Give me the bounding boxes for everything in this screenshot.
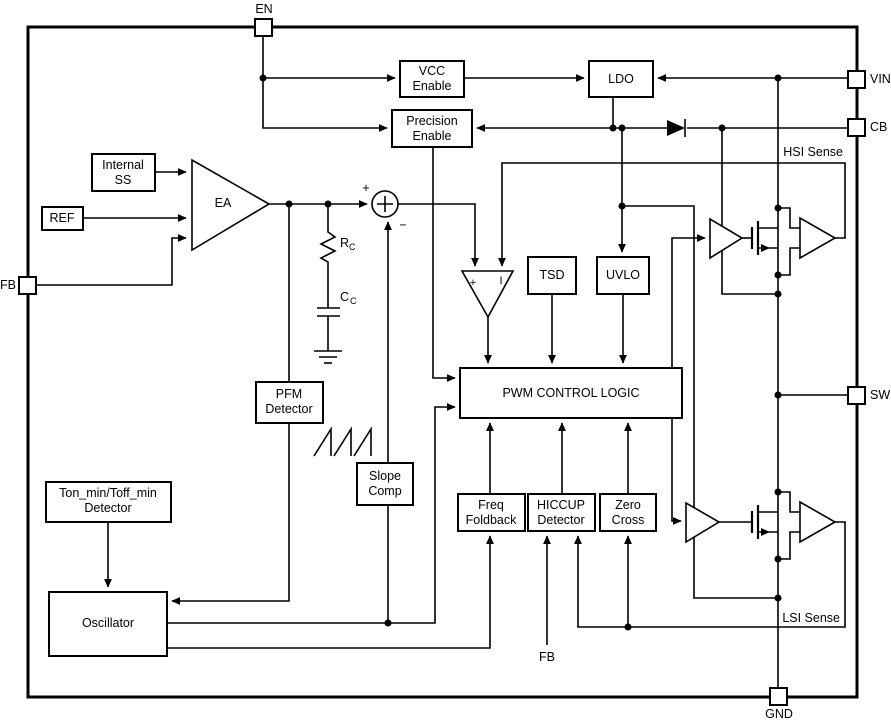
- block-slope-comp: Slope Comp: [356, 462, 414, 506]
- pin-gnd: GND: [765, 687, 793, 721]
- svg-text:Detector: Detector: [537, 513, 584, 527]
- sawtooth-waveform: [313, 426, 372, 457]
- pin-en: EN: [254, 2, 273, 37]
- svg-text:SW: SW: [870, 388, 890, 402]
- svg-text:CB: CB: [870, 120, 887, 134]
- svg-text:Oscillator: Oscillator: [82, 616, 134, 630]
- block-freq-foldback: Freq Foldback: [457, 493, 526, 532]
- pin-cb: CB: [847, 118, 887, 137]
- component-labels: R C C C HSI Sense LSI Sense: [340, 145, 843, 625]
- pwm-comparator: + I: [460, 270, 515, 319]
- svg-text:Ton_min/Toff_min: Ton_min/Toff_min: [59, 486, 157, 500]
- svg-text:Enable: Enable: [413, 79, 452, 93]
- rc-label: R: [340, 236, 349, 250]
- svg-text:Precision: Precision: [406, 114, 457, 128]
- svg-text:TSD: TSD: [540, 268, 565, 282]
- svg-text:REF: REF: [50, 211, 75, 225]
- ls-current-sense-amp: [799, 500, 837, 544]
- svg-text:Detector: Detector: [84, 501, 131, 515]
- error-amplifier: EA: [191, 158, 271, 252]
- block-vcc-enable: VCC Enable: [399, 60, 465, 98]
- svg-text:GND: GND: [765, 707, 793, 721]
- block-hiccup-detector: HICCUP Detector: [527, 493, 596, 532]
- block-ton-toff-detector: Ton_min/Toff_min Detector: [45, 481, 172, 523]
- fb-net-label: FB: [539, 650, 555, 664]
- ea-label: EA: [215, 196, 232, 210]
- block-pfm-detector: PFM Detector: [255, 381, 324, 424]
- svg-text:FB: FB: [0, 278, 16, 292]
- block-pwm-control-logic: PWM CONTROL LOGIC: [459, 367, 683, 419]
- cc-subscript: C: [350, 296, 357, 306]
- ls-gate-driver: [685, 501, 721, 544]
- svg-text:Foldback: Foldback: [466, 513, 517, 527]
- svg-text:Slope: Slope: [369, 469, 401, 483]
- svg-text:LDO: LDO: [608, 72, 634, 86]
- pin-fb: FB: [0, 276, 37, 295]
- pin-sw: SW: [847, 386, 890, 405]
- svg-text:Cross: Cross: [612, 513, 645, 527]
- block-ref: REF: [41, 206, 84, 231]
- block-ldo: LDO: [588, 60, 654, 98]
- lsi-sense-label: LSI Sense: [782, 611, 840, 625]
- svg-text:PFM: PFM: [276, 387, 302, 401]
- svg-text:Freq: Freq: [478, 498, 504, 512]
- block-tsd: TSD: [527, 256, 577, 295]
- svg-text:Detector: Detector: [265, 402, 312, 416]
- svg-text:HICCUP: HICCUP: [537, 498, 585, 512]
- block-uvlo: UVLO: [596, 256, 650, 295]
- svg-text:VIN: VIN: [870, 72, 891, 86]
- pin-vin: VIN: [847, 70, 891, 89]
- block-oscillator: Oscillator: [48, 591, 168, 657]
- hs-mosfet-source-arrow: [761, 244, 770, 252]
- svg-text:VCC: VCC: [419, 64, 445, 78]
- comparator-current-label: I: [499, 275, 502, 287]
- block-zero-cross: Zero Cross: [599, 493, 657, 532]
- svg-text:Zero: Zero: [615, 498, 641, 512]
- svg-text:Enable: Enable: [413, 129, 452, 143]
- sum-minus-label: −: [399, 218, 406, 232]
- hs-current-sense-amp: [799, 216, 837, 260]
- cc-label: C: [340, 290, 349, 304]
- svg-text:PWM CONTROL LOGIC: PWM CONTROL LOGIC: [502, 386, 639, 400]
- sum-plus-label: +: [362, 181, 369, 195]
- rc-subscript: C: [349, 242, 356, 252]
- svg-text:SS: SS: [115, 173, 132, 187]
- svg-text:UVLO: UVLO: [606, 268, 640, 282]
- ic-boundary: [26, 25, 859, 699]
- svg-text:Internal: Internal: [102, 158, 144, 172]
- wires: [36, 36, 848, 688]
- junction-dots: [259, 74, 782, 631]
- hs-gate-driver: [709, 217, 744, 260]
- comparator-plus-label: +: [470, 277, 476, 289]
- block-precision-enable: Precision Enable: [391, 109, 473, 148]
- summing-junction: + −: [362, 181, 406, 232]
- hsi-sense-label: HSI Sense: [783, 145, 843, 159]
- svg-text:Comp: Comp: [368, 484, 401, 498]
- svg-text:EN: EN: [255, 2, 272, 16]
- ls-mosfet-source-arrow: [761, 528, 770, 536]
- block-internal-ss: Internal SS: [91, 153, 156, 192]
- bootstrap-diode: [667, 119, 686, 137]
